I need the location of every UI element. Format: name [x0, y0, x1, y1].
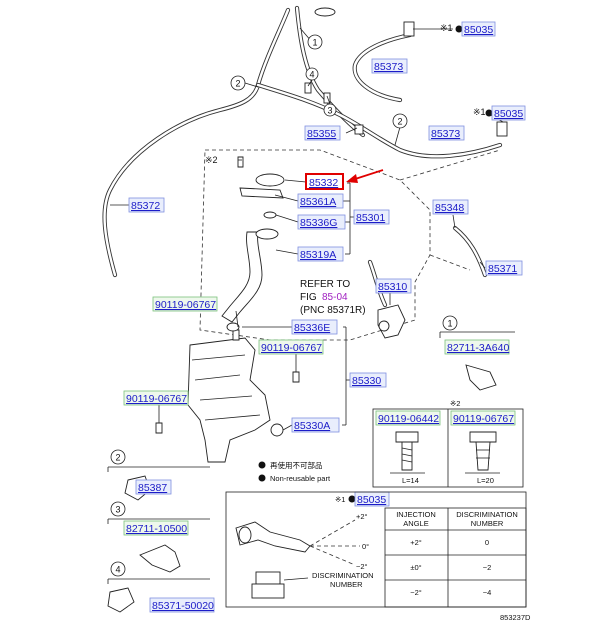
row1-angle: +2° [410, 538, 422, 547]
kit-callout-1: 1 [447, 319, 452, 329]
mark-2-fastener: ※2 [450, 399, 460, 408]
header-number: NUMBER [471, 519, 504, 528]
check-valve-right [496, 121, 508, 137]
part-85319A[interactable]: 85319A [300, 249, 336, 261]
part-90119-06767-d[interactable]: 90119-06767 [453, 413, 514, 425]
part-85355[interactable]: 85355 [307, 128, 336, 140]
highlight-arrow [346, 169, 384, 183]
header-injection: INJECTION [396, 510, 436, 519]
disc-label-1: DISCRIMINATION [312, 571, 374, 580]
check-valve-top [403, 21, 415, 37]
refer-line-3: (PNC 85371R) [300, 305, 366, 316]
row2-angle: ±0° [410, 563, 421, 572]
disc-label-2: NUMBER [330, 580, 363, 589]
row3-angle: −2° [410, 588, 422, 597]
non-reusable-dot [455, 25, 463, 33]
callout-1: 1 [312, 38, 317, 48]
part-labels: 85035 85373 85035 85355 85373 85332 8537… [123, 21, 526, 433]
mark-2-bolt: ※2 [205, 155, 218, 165]
part-90119-06442[interactable]: 90119-06442 [378, 413, 439, 425]
part-85348[interactable]: 85348 [435, 202, 464, 214]
header-angle: ANGLE [403, 519, 428, 528]
part-85310[interactable]: 85310 [378, 281, 407, 293]
filler-cap [255, 173, 285, 187]
row1-number: 0 [485, 538, 489, 547]
part-85361A[interactable]: 85361A [300, 196, 336, 208]
hose-assembly [102, 5, 508, 278]
kit-2: 2 85387 [107, 449, 210, 501]
callout-2: 2 [235, 79, 240, 89]
part-82711-10500[interactable]: 82711-10500 [126, 523, 187, 535]
callouts: 1 2 4 3 2 [230, 34, 408, 129]
part-85035[interactable]: 85035 [464, 24, 493, 36]
length-20: L=20 [477, 476, 494, 485]
callout-2b: 2 [397, 117, 402, 127]
mark-1-top: ※1 [440, 23, 453, 33]
callout-3: 3 [327, 106, 332, 116]
angle-minus: −2° [356, 562, 368, 571]
angle-zero: 0° [362, 542, 369, 551]
callout-4: 4 [309, 70, 314, 80]
reservoir-parts [155, 156, 406, 463]
kit-callout-2: 2 [115, 453, 120, 463]
part-90119-06767-a[interactable]: 90119-06767 [155, 299, 216, 311]
kit-callout-4: 4 [115, 565, 120, 575]
part-85330A[interactable]: 85330A [294, 420, 330, 432]
refer-line-1: REFER TO [300, 279, 350, 290]
assembly-outline [199, 149, 431, 341]
refer-fig-link[interactable]: 85-04 [322, 292, 348, 303]
row3-number: −4 [483, 588, 492, 597]
fastener-panel: ※2 90119-06442 90119-06767 L=14 L=20 [372, 399, 524, 488]
part-85373-b[interactable]: 85373 [431, 128, 460, 140]
part-90119-06767-b[interactable]: 90119-06767 [261, 342, 322, 354]
washer-tank [187, 337, 271, 463]
mark-1-nozzle: ※1 [335, 495, 345, 504]
legend: 再使用不可部品 Non-reusable part [258, 460, 331, 483]
part-85372[interactable]: 85372 [131, 200, 160, 212]
refer-line-2a: FIG [300, 292, 317, 303]
mark-1-right: ※1 [473, 107, 486, 117]
legend-jp: 再使用不可部品 [270, 460, 323, 470]
figure-code: 853237D [500, 613, 531, 622]
kit-4: 4 85371-50020 [107, 561, 215, 613]
row2-number: −2 [483, 563, 492, 572]
legend-en: Non-reusable part [270, 474, 331, 483]
nozzle-drawing [235, 521, 311, 553]
part-85336E[interactable]: 85336E [294, 322, 330, 334]
angle-plus: +2° [356, 512, 368, 521]
part-85387[interactable]: 85387 [138, 482, 167, 494]
part-85373[interactable]: 85373 [374, 61, 403, 73]
part-85301[interactable]: 85301 [356, 212, 385, 224]
part-82711-3A640[interactable]: 82711-3A640 [447, 342, 509, 354]
header-discrimination: DISCRIMINATION [456, 510, 518, 519]
part-85371-50020[interactable]: 85371-50020 [152, 600, 214, 612]
kit-3: 3 82711-10500 [107, 501, 210, 573]
kit-1: 1 [439, 315, 515, 391]
part-85332-highlighted[interactable]: 85332 [309, 177, 338, 189]
part-90119-06767-c[interactable]: 90119-06767 [126, 393, 187, 405]
part-85035-nozzle[interactable]: 85035 [357, 494, 386, 506]
part-85035-right[interactable]: 85035 [494, 108, 523, 120]
refer-note: REFER TO FIG 85-04 (PNC 85371R) [300, 279, 366, 316]
nozzle-panel: ※1 85035 INJECTION ANGLE DISCRIMINATION … [225, 491, 527, 608]
kit-callout-3: 3 [115, 505, 120, 515]
part-85330[interactable]: 85330 [352, 375, 381, 387]
length-14: L=14 [402, 476, 419, 485]
part-85336G[interactable]: 85336G [300, 217, 337, 229]
part-85371[interactable]: 85371 [488, 263, 517, 275]
